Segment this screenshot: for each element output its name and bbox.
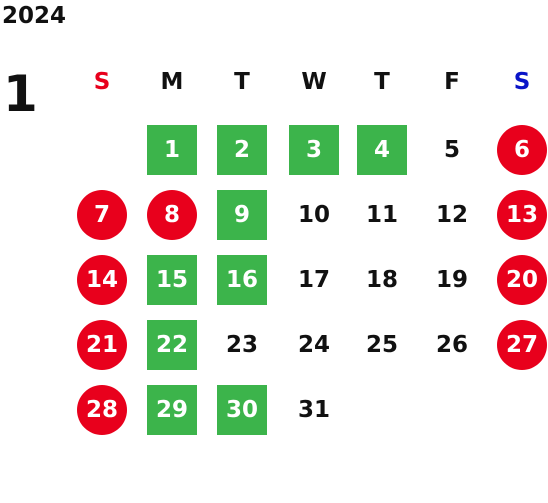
day-cell-13: 13 (497, 190, 547, 240)
day-cell-5: 5 (443, 137, 460, 163)
day-cell-20: 20 (497, 255, 547, 305)
day-cell-28: 28 (77, 385, 127, 435)
weekday-header-weekday: T (234, 69, 250, 95)
day-cell-14: 14 (77, 255, 127, 305)
month-number: 1 (3, 65, 38, 123)
day-cell-31: 31 (297, 397, 330, 423)
day-cell-3: 3 (289, 125, 339, 175)
day-cell-7: 7 (77, 190, 127, 240)
day-cell-11: 11 (365, 202, 398, 228)
day-cell-17: 17 (297, 267, 330, 293)
weekday-header-sat: S (513, 69, 531, 95)
day-cell-24: 24 (297, 332, 330, 358)
day-cell-23: 23 (225, 332, 258, 358)
weekday-header-weekday: F (444, 69, 460, 95)
day-cell-6: 6 (497, 125, 547, 175)
day-cell-15: 15 (147, 255, 197, 305)
day-cell-26: 26 (435, 332, 468, 358)
day-cell-29: 29 (147, 385, 197, 435)
day-cell-4: 4 (357, 125, 407, 175)
day-cell-27: 27 (497, 320, 547, 370)
day-cell-9: 9 (217, 190, 267, 240)
day-cell-8: 8 (147, 190, 197, 240)
day-cell-12: 12 (435, 202, 468, 228)
day-cell-18: 18 (365, 267, 398, 293)
day-cell-10: 10 (297, 202, 330, 228)
day-cell-21: 21 (77, 320, 127, 370)
day-cell-2: 2 (217, 125, 267, 175)
weekday-header-weekday: M (160, 69, 184, 95)
day-cell-19: 19 (435, 267, 468, 293)
weekday-header-sun: S (93, 69, 111, 95)
day-cell-25: 25 (365, 332, 398, 358)
day-cell-30: 30 (217, 385, 267, 435)
day-cell-1: 1 (147, 125, 197, 175)
day-cell-16: 16 (217, 255, 267, 305)
year-label: 2024 (2, 3, 67, 29)
weekday-header-weekday: T (374, 69, 390, 95)
weekday-header-weekday: W (301, 69, 327, 95)
day-cell-22: 22 (147, 320, 197, 370)
